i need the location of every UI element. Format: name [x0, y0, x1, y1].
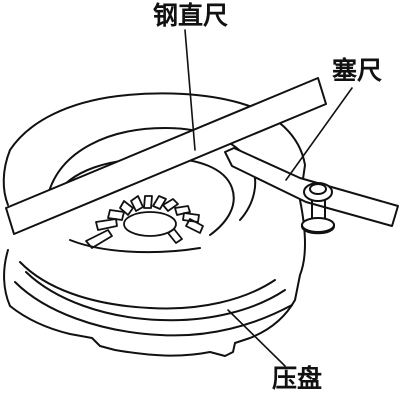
steel-ruler [5, 77, 327, 235]
steel-ruler-leader [184, 29, 196, 151]
pressure-plate-body [2, 92, 306, 357]
feeler-gauge-leader [285, 87, 353, 181]
diaphragm-spring-fingers [85, 195, 204, 249]
pressure-plate-leader [227, 309, 286, 367]
steel-ruler-label: 钢直尺 [153, 1, 229, 30]
leader-lines [184, 29, 353, 367]
pressure-plate-label: 压盘 [272, 364, 323, 393]
feeler-gauge-label: 塞尺 [332, 56, 383, 85]
adjustment-screw [301, 182, 335, 235]
